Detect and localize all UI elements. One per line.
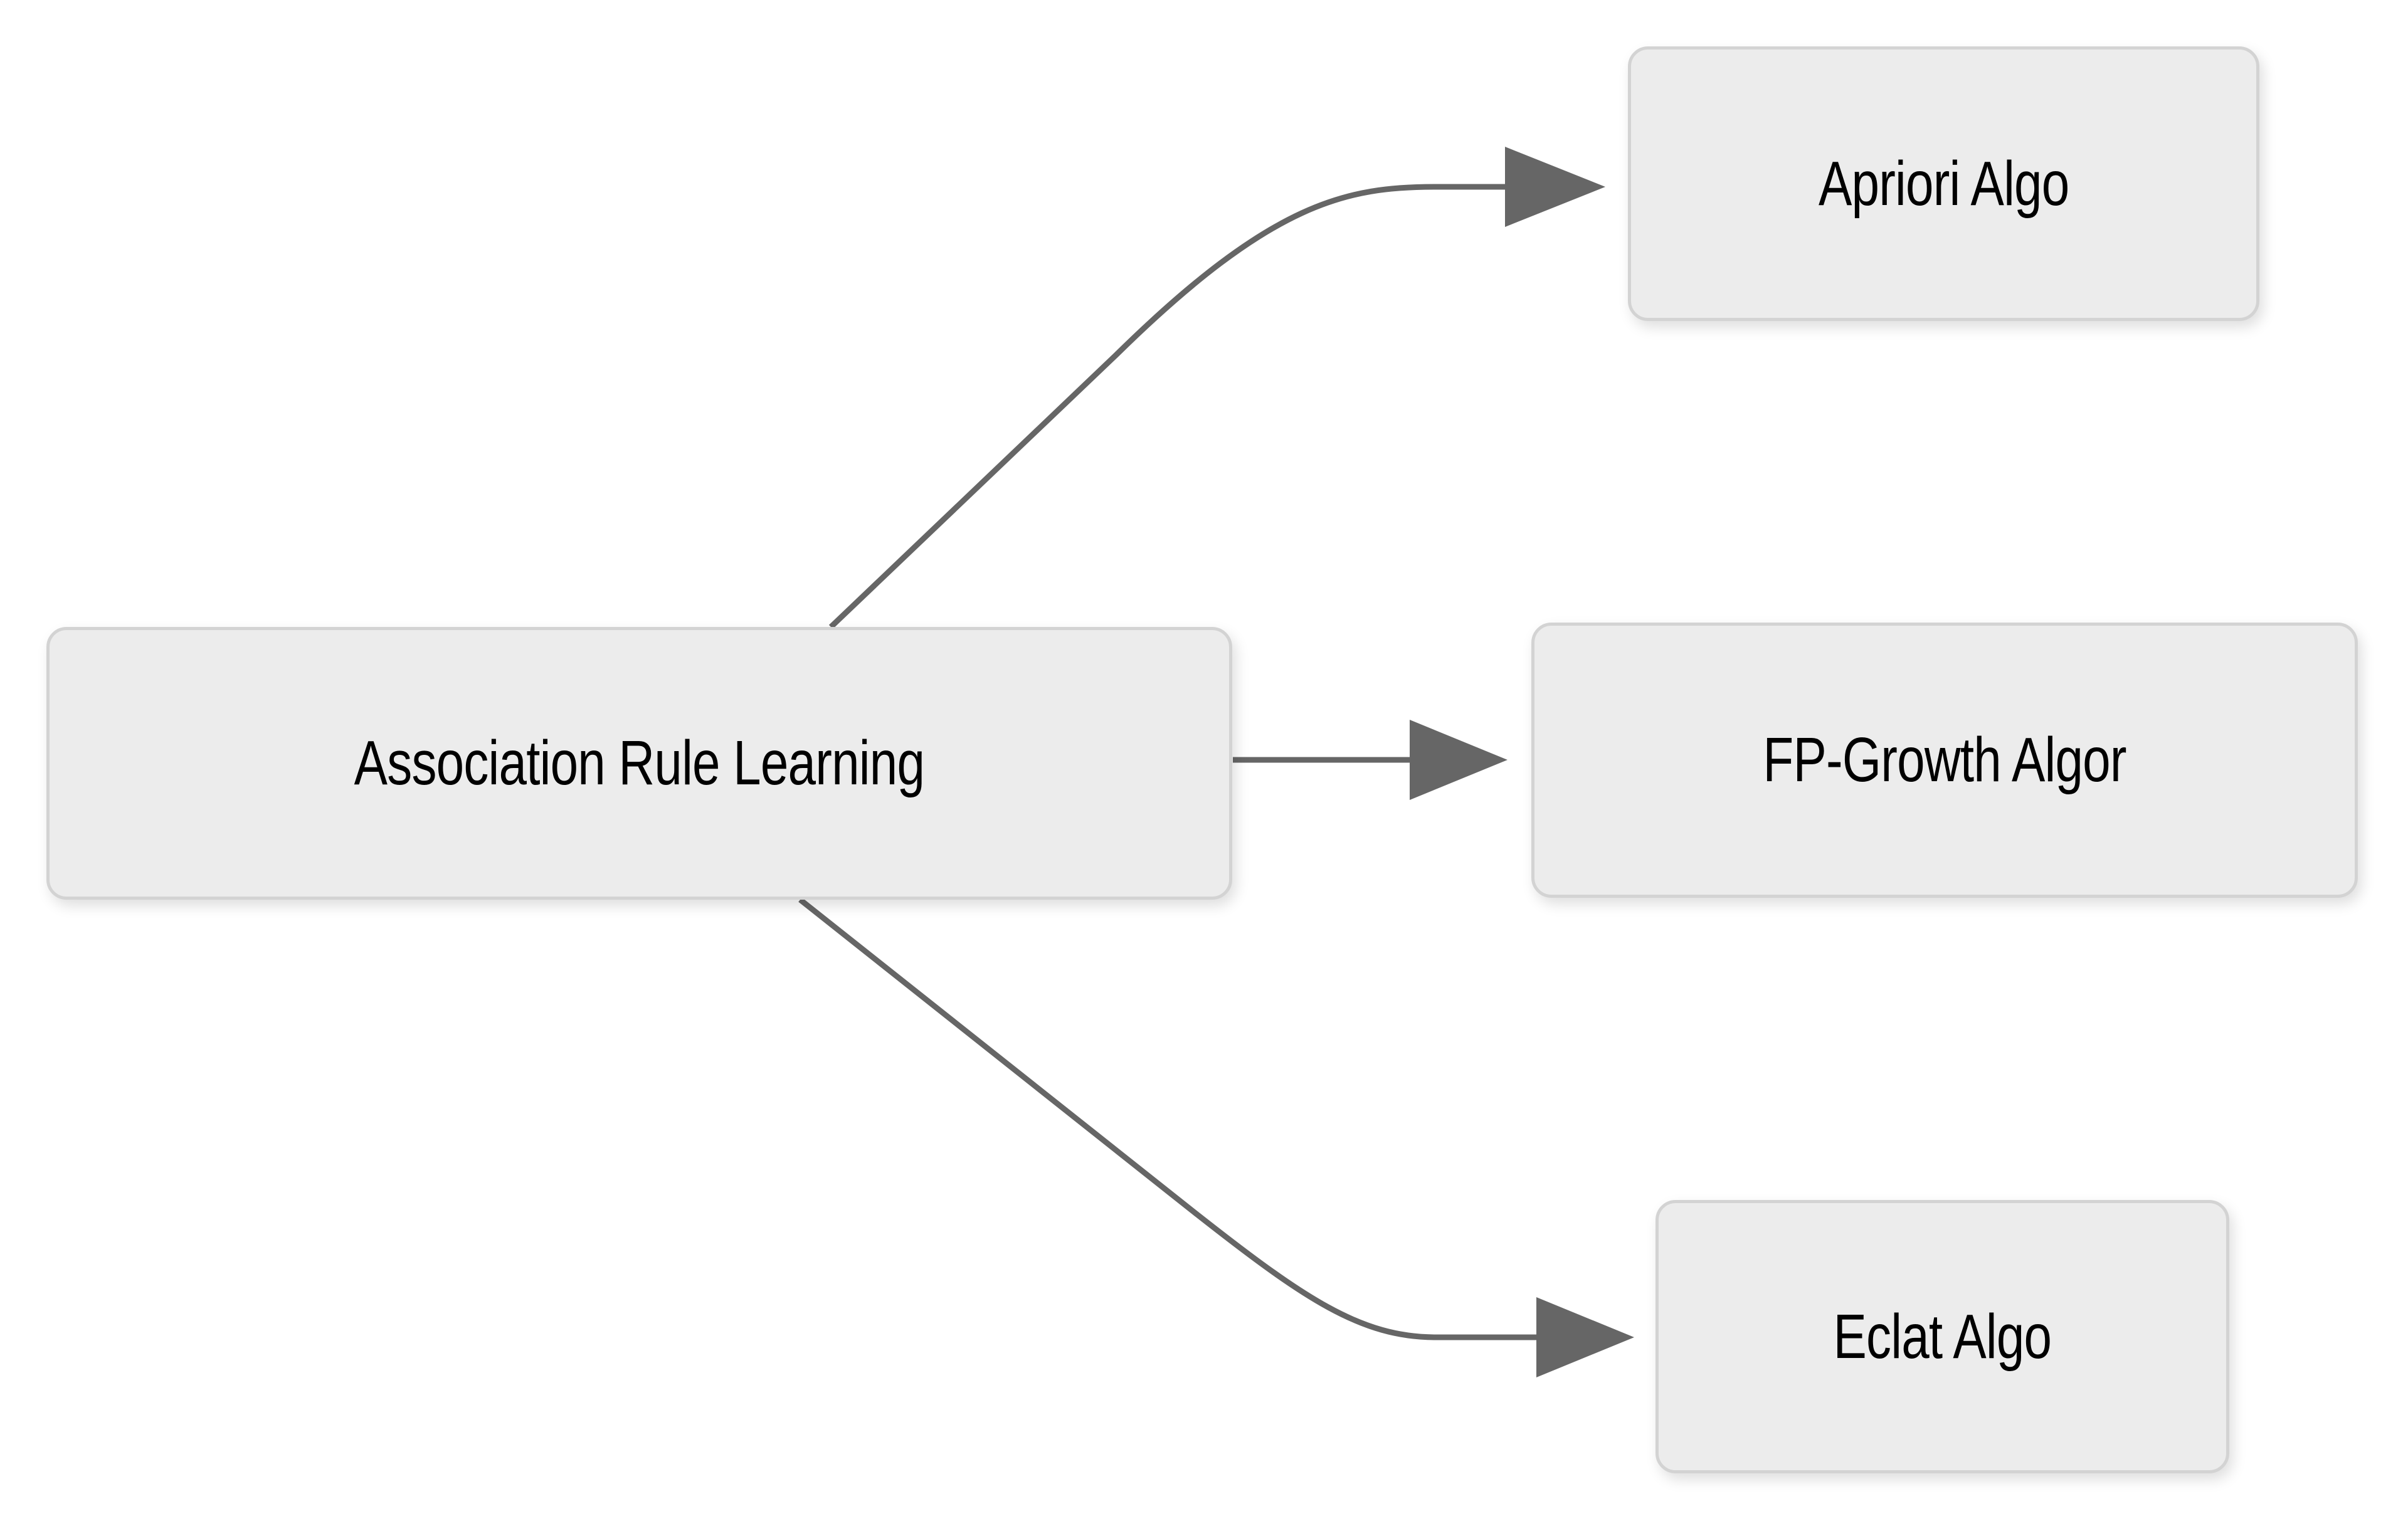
node-fp-growth-algor[interactable]: FP-Growth Algor bbox=[1531, 623, 2358, 898]
edge-root-to-eclat bbox=[798, 897, 1634, 1377]
edge-root-to-apriori-path bbox=[828, 184, 1505, 629]
edge-root-to-eclat-arrowhead bbox=[1536, 1297, 1634, 1377]
node-association-rule-learning[interactable]: Association Rule Learning bbox=[46, 627, 1232, 900]
edge-root-to-fpgrowth bbox=[1233, 720, 1508, 800]
node-label: Eclat Algo bbox=[1833, 1301, 2052, 1372]
edge-root-to-eclat-path bbox=[798, 897, 1536, 1340]
node-apriori-algo[interactable]: Apriori Algo bbox=[1628, 46, 2259, 321]
node-label: FP-Growth Algor bbox=[1763, 725, 2126, 795]
edge-root-to-apriori bbox=[828, 147, 1605, 629]
node-label: Apriori Algo bbox=[1818, 148, 2069, 219]
node-eclat-algo[interactable]: Eclat Algo bbox=[1656, 1200, 2229, 1473]
edge-root-to-fpgrowth-arrowhead bbox=[1410, 720, 1508, 800]
node-label: Association Rule Learning bbox=[354, 728, 925, 798]
edge-root-to-apriori-arrowhead bbox=[1505, 147, 1605, 227]
